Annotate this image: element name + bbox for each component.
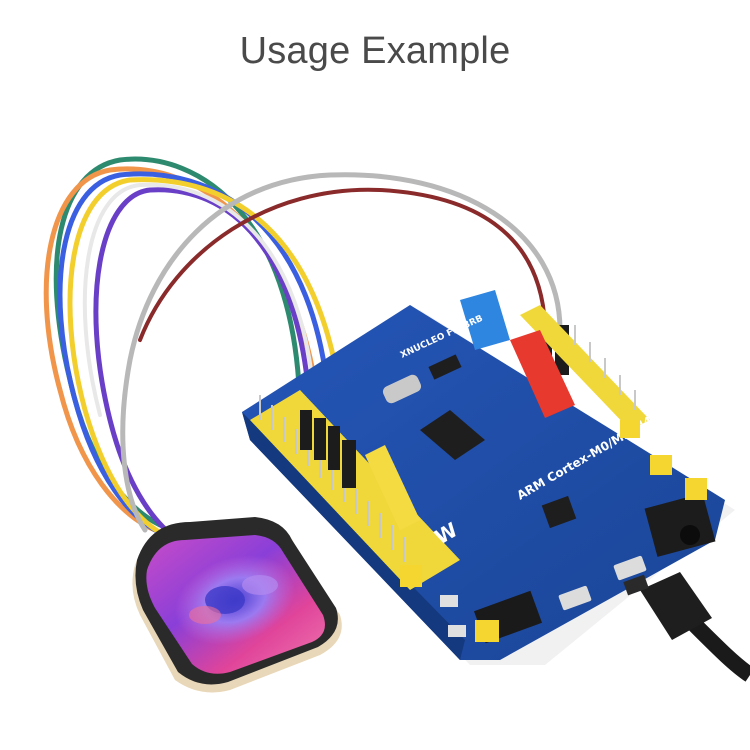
header-yellow-right xyxy=(520,305,650,430)
wire-gray xyxy=(120,172,563,533)
crystal xyxy=(382,374,422,404)
wire-yellow xyxy=(67,177,348,541)
lcd-module xyxy=(132,517,342,693)
dev-board: ARM Cortex-M0/M3/M4 XNUCLEO F103RB W xyxy=(242,290,735,665)
mcu-chip xyxy=(420,410,485,460)
wire-brown xyxy=(138,187,547,342)
pcb xyxy=(242,305,725,660)
usb-cable xyxy=(623,572,750,682)
usb-uart-port xyxy=(613,555,647,581)
bottom-jumper xyxy=(475,620,499,642)
header-yellow-female xyxy=(365,445,420,530)
jumper-wires xyxy=(43,156,563,543)
secondary-chip xyxy=(541,495,577,529)
header-blue xyxy=(460,290,510,350)
header-red xyxy=(510,330,575,418)
wire-white xyxy=(82,182,317,417)
wire-blue xyxy=(57,171,333,538)
page-title: Usage Example xyxy=(239,30,511,72)
usb-port xyxy=(558,585,592,611)
